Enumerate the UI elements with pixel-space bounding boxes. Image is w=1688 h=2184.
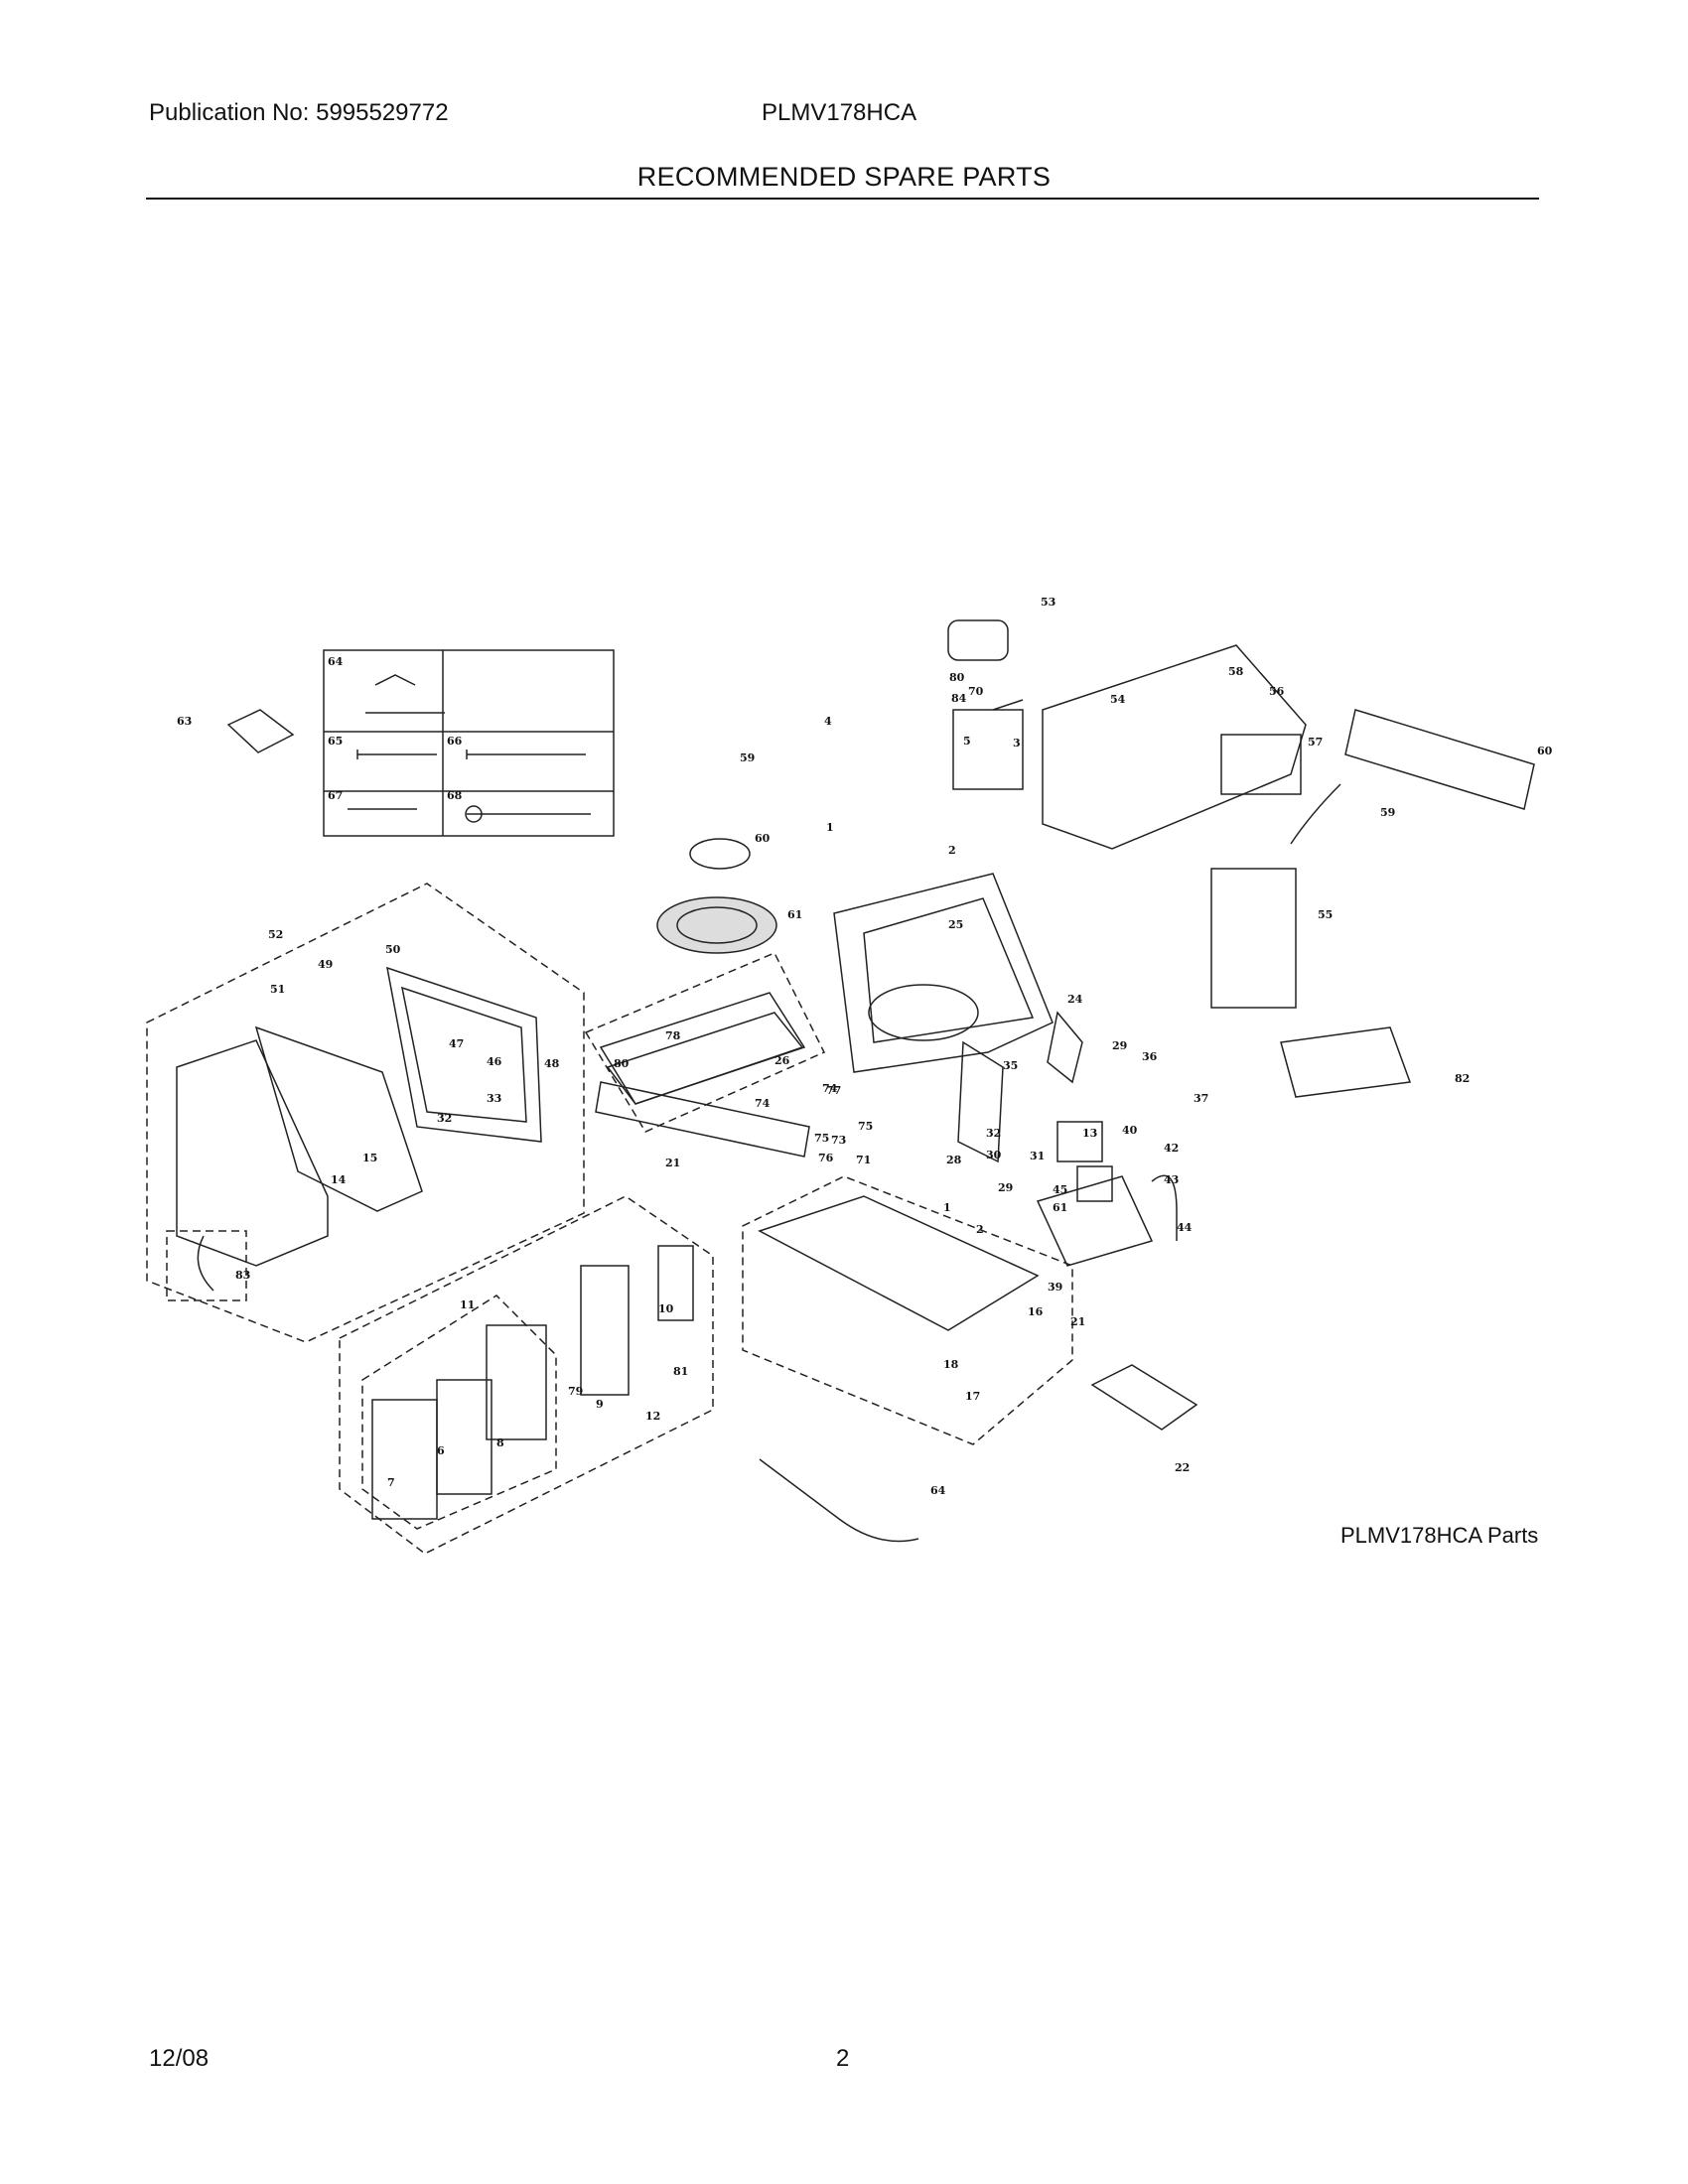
callout-label: 4 — [824, 715, 832, 728]
callout-label: 33 — [487, 1092, 501, 1105]
callout-label: 84 — [951, 692, 967, 705]
callout-label: 74 — [822, 1082, 838, 1095]
callout-label: 59 — [740, 751, 755, 764]
callout-label: 40 — [1122, 1124, 1138, 1137]
callout-label: 9 — [596, 1398, 604, 1411]
callout-label: 47 — [449, 1037, 464, 1050]
callout-label: 1 — [943, 1201, 951, 1214]
callout-label: 75 — [814, 1132, 829, 1145]
callout-label: 59 — [1380, 806, 1395, 819]
model-number: PLMV178HCA — [762, 99, 917, 126]
callout-label: 29 — [1112, 1039, 1127, 1052]
callout-label: 42 — [1164, 1142, 1179, 1155]
callout-label: 25 — [948, 918, 963, 931]
callout-label: 46 — [487, 1055, 502, 1068]
callout-label: 61 — [1053, 1201, 1067, 1214]
callout-label: 66 — [447, 735, 463, 748]
callout-label: 56 — [1269, 685, 1285, 698]
callout-label: 75 — [858, 1120, 873, 1133]
callout-label: 80 — [614, 1057, 630, 1070]
page-title: RECOMMENDED SPARE PARTS — [636, 162, 1052, 192]
callout-label: 81 — [673, 1365, 688, 1378]
hardware-parts-grid — [323, 649, 615, 837]
base-plate-group — [742, 1175, 1073, 1445]
callout-label: 32 — [986, 1127, 1001, 1140]
callout-label: 52 — [268, 928, 283, 941]
callout-label: 36 — [1142, 1050, 1158, 1063]
callout-label: 32 — [437, 1112, 452, 1125]
publication-number: Publication No: 5995529772 — [149, 99, 449, 126]
callout-label: 29 — [998, 1181, 1013, 1194]
callout-label: 35 — [1003, 1059, 1018, 1072]
diagram-caption: PLMV178HCA Parts — [1340, 1523, 1539, 1548]
callout-label: 71 — [856, 1154, 871, 1166]
callout-label: 60 — [1537, 745, 1553, 757]
callout-label: 58 — [1228, 665, 1244, 678]
callout-label: 74 — [755, 1097, 771, 1110]
callout-label: 10 — [658, 1302, 674, 1315]
callout-label: 73 — [831, 1134, 846, 1147]
callout-label: 77 — [826, 1084, 841, 1097]
callout-label: 79 — [568, 1385, 583, 1398]
callout-label: 45 — [1053, 1183, 1067, 1196]
callout-label: 7 — [387, 1476, 395, 1489]
page-number: 2 — [836, 2045, 850, 2072]
callout-label: 78 — [665, 1029, 681, 1042]
callout-label: 83 — [235, 1269, 250, 1282]
door-assembly-group — [146, 883, 585, 1343]
callout-label: 76 — [818, 1152, 834, 1164]
callout-label: 48 — [544, 1057, 560, 1070]
header-rule — [146, 198, 1539, 200]
callout-label: 54 — [1110, 693, 1126, 706]
callout-label: 60 — [755, 832, 771, 845]
callout-label: 31 — [1030, 1150, 1045, 1162]
callout-label: 53 — [1041, 596, 1055, 609]
callout-label: 12 — [645, 1410, 660, 1423]
callout-label: 14 — [331, 1173, 347, 1186]
callout-label: 68 — [447, 789, 463, 802]
callout-label: 63 — [177, 715, 192, 728]
callout-label: 65 — [328, 735, 343, 748]
callout-label: 24 — [1067, 993, 1083, 1006]
callout-label: 17 — [965, 1390, 980, 1403]
callout-label: 51 — [270, 983, 285, 996]
callout-label: 64 — [328, 655, 344, 668]
callout-label: 50 — [385, 943, 401, 956]
callout-label: 21 — [1070, 1315, 1085, 1328]
callout-label: 61 — [787, 908, 802, 921]
callout-label: 3 — [1013, 737, 1021, 750]
callout-label: 1 — [826, 821, 834, 834]
callout-label: 8 — [496, 1436, 504, 1449]
callout-label: 49 — [318, 958, 333, 971]
callout-label: 16 — [1028, 1305, 1044, 1318]
callout-label: 15 — [362, 1152, 377, 1164]
callout-label: 44 — [1177, 1221, 1193, 1234]
callout-label: 67 — [328, 789, 343, 802]
callout-label: 13 — [1082, 1127, 1097, 1140]
callout-label: 2 — [948, 844, 956, 857]
callout-label: 57 — [1308, 736, 1323, 749]
callout-label: 5 — [963, 735, 971, 748]
callout-label: 22 — [1175, 1461, 1190, 1474]
callout-label: 26 — [774, 1054, 790, 1067]
callout-label: 11 — [460, 1298, 475, 1311]
callout-label: 55 — [1318, 908, 1333, 921]
callout-label: 18 — [943, 1358, 959, 1371]
control-panel-group — [339, 1195, 714, 1555]
callout-label: 2 — [976, 1223, 984, 1236]
callout-label: 80 — [949, 671, 965, 684]
callout-label: 21 — [665, 1157, 680, 1169]
callout-label: 28 — [946, 1154, 962, 1166]
footer-date: 12/08 — [149, 2045, 210, 2072]
callout-label: 6 — [437, 1444, 445, 1457]
callout-label: 82 — [1455, 1072, 1470, 1085]
callout-label: 64 — [930, 1484, 946, 1497]
callout-label: 30 — [986, 1149, 1002, 1161]
callout-label: 37 — [1194, 1092, 1208, 1105]
callout-label: 39 — [1048, 1281, 1062, 1294]
callout-label: 70 — [968, 685, 984, 698]
callout-label: 43 — [1164, 1173, 1179, 1186]
